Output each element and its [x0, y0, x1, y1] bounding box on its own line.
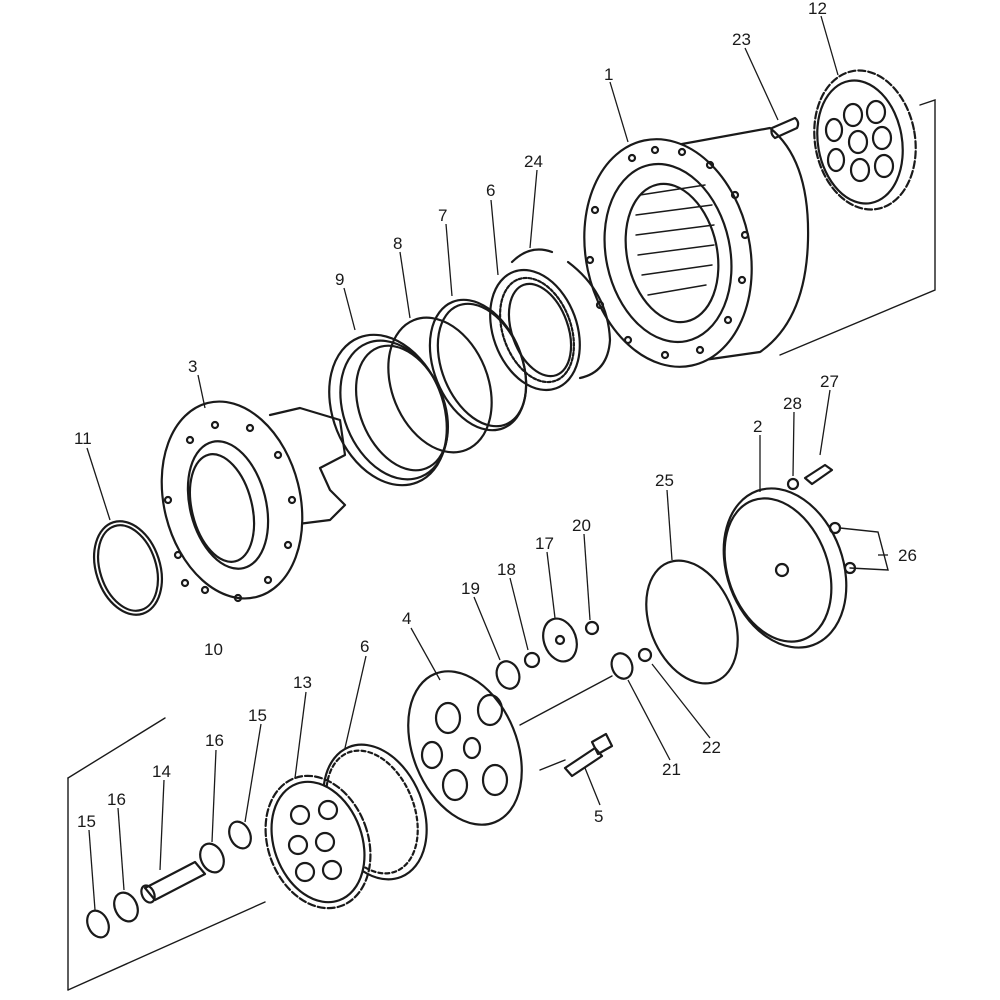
callout-6-lower: 6 [360, 637, 369, 656]
assembly-guide-lines [519, 527, 889, 771]
part-6-bearing-upper [489, 268, 581, 392]
callout-16-lower: 16 [107, 790, 126, 809]
part-24-snap-ring [510, 248, 612, 380]
part-12-sprocket [813, 69, 917, 211]
callout-14: 14 [152, 762, 171, 781]
part-11-o-ring [93, 520, 163, 616]
callout-17: 17 [535, 534, 554, 553]
leader-lines [86, 15, 888, 911]
part-13-sprocket [264, 774, 372, 910]
callout-4: 4 [402, 609, 411, 628]
part-15-spacer-upper [228, 820, 252, 850]
part-21-sun-gear [610, 652, 634, 680]
callout-13: 13 [293, 673, 312, 692]
callout-7: 7 [438, 206, 447, 225]
callout-16-upper: 16 [205, 731, 224, 750]
callout-3: 3 [188, 357, 197, 376]
callout-2: 2 [753, 417, 762, 436]
callout-27: 27 [820, 372, 839, 391]
callout-20: 20 [572, 516, 591, 535]
part-2-cover [722, 487, 848, 649]
callout-21: 21 [662, 760, 681, 779]
part-9-floating-seal [328, 333, 450, 487]
callout-1: 1 [604, 65, 613, 84]
callout-5: 5 [594, 807, 603, 826]
part-1-housing [583, 126, 810, 368]
part-17-planet-gear [542, 617, 578, 663]
callout-22: 22 [702, 738, 721, 757]
callout-6-upper: 6 [486, 181, 495, 200]
callout-10: 10 [204, 640, 223, 659]
part-27-bolt [803, 463, 834, 486]
part-28-washer [786, 477, 800, 491]
callout-12: 12 [808, 0, 827, 18]
callout-23: 23 [732, 30, 751, 49]
callout-24: 24 [524, 152, 543, 171]
part-23-pin [770, 116, 800, 140]
hub-bolt-holes [163, 420, 297, 603]
callout-9: 9 [335, 270, 344, 289]
callout-labels: 1 2 3 4 5 6 6 7 8 9 10 11 12 13 14 15 15… [74, 0, 917, 831]
callout-28: 28 [783, 394, 802, 413]
part-16-needle-bearing-lower [113, 891, 139, 923]
callout-11: 11 [74, 429, 92, 448]
callout-26: 26 [898, 546, 917, 565]
callout-18: 18 [497, 560, 516, 579]
part-18-washer [523, 651, 541, 669]
part-16-needle-bearing-upper [199, 842, 225, 874]
part-15-spacer-lower [86, 909, 110, 939]
callout-25: 25 [655, 471, 674, 490]
part-20-washer [584, 620, 600, 636]
part-25-o-ring [645, 559, 739, 685]
callout-15-upper: 15 [248, 706, 267, 725]
callout-15-lower: 15 [77, 812, 96, 831]
part-4-carrier [407, 670, 523, 826]
part-10-plug [180, 578, 190, 588]
part-7-seal-ring [428, 298, 528, 432]
part-8-o-ring [387, 316, 493, 454]
part-5-bolt [563, 732, 614, 778]
part-22-snap-ring [637, 647, 653, 663]
callout-8: 8 [393, 234, 402, 253]
part-3-hub [160, 400, 347, 603]
part-19-snap-ring [495, 660, 521, 690]
callout-19: 19 [461, 579, 480, 598]
frame-lines [67, 99, 936, 991]
part-14-shaft [140, 860, 207, 904]
